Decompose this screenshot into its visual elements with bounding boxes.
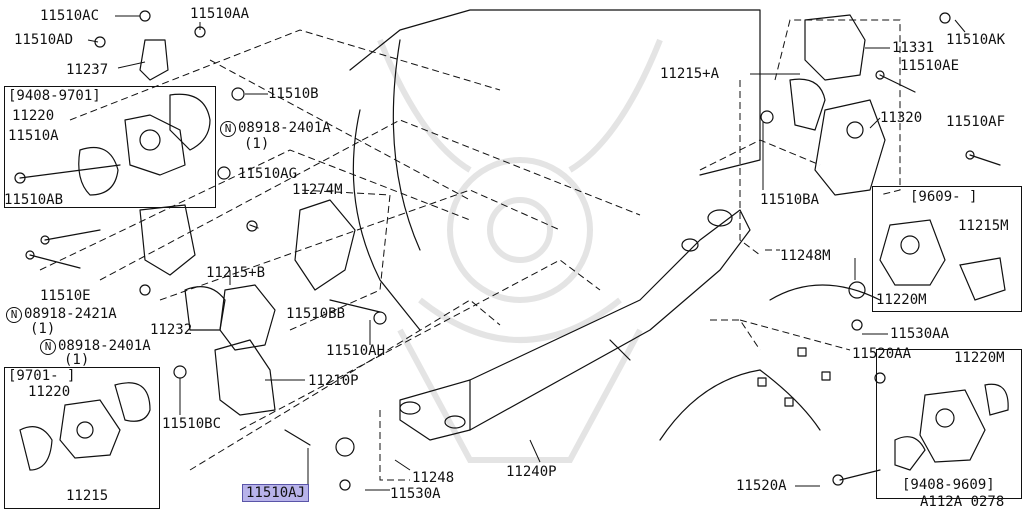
engine-block-outline — [349, 9, 761, 176]
qty-label-b: (1) — [30, 321, 56, 337]
inset-frame-top-left — [4, 86, 216, 208]
part-label-11510AG[interactable]: 11510AG — [238, 166, 298, 182]
part-label-11215[interactable]: 11215 — [66, 488, 109, 504]
part-label-11331[interactable]: 11331 — [892, 40, 935, 56]
qty-label-a: (1) — [244, 136, 270, 152]
part-label-11220M-bottom[interactable]: 11220M — [954, 350, 1005, 366]
part-label-11215A[interactable]: 11215+A — [660, 66, 720, 82]
part-label-11510AA[interactable]: 11510AA — [190, 6, 250, 22]
part-label-11210P[interactable]: 11210P — [308, 373, 359, 389]
part-label-11520AA[interactable]: 11520AA — [852, 346, 912, 362]
part-label-11510AK[interactable]: 11510AK — [946, 32, 1006, 48]
part-label-11510BC[interactable]: 11510BC — [162, 416, 222, 432]
part-label-11510AJ-highlighted[interactable]: 11510AJ — [242, 484, 310, 502]
inset-range-right-bottom: [9408-9609] — [902, 477, 995, 493]
n-circle-icon: N — [6, 307, 22, 323]
inset-frame-bottom-left — [4, 367, 160, 509]
n-circle-icon: N — [40, 339, 56, 355]
part-label-11220M-mid[interactable]: 11220M — [876, 292, 927, 308]
part-label-11237[interactable]: 11237 — [66, 62, 109, 78]
inset-frame-right-bottom — [876, 349, 1022, 499]
part-label-11248[interactable]: 11248 — [412, 470, 455, 486]
bracket-11210P — [214, 339, 276, 416]
part-label-11520A[interactable]: 11520A — [736, 478, 787, 494]
inset-frame-right-mid — [872, 186, 1022, 312]
part-label-11274M[interactable]: 11274M — [292, 182, 343, 198]
part-label-11510BA[interactable]: 11510BA — [760, 192, 820, 208]
inset-range-right-mid: [9609- ] — [910, 189, 978, 205]
part-label-11220-top-left[interactable]: 11220 — [12, 108, 55, 124]
part-label-11248M[interactable]: 11248M — [780, 248, 831, 264]
part-label-11240P[interactable]: 11240P — [506, 464, 557, 480]
part-label-11320[interactable]: 11320 — [880, 110, 923, 126]
inset-range-top-left: [9408-9701] — [8, 88, 101, 104]
n-circle-icon: N — [220, 121, 236, 137]
part-label-11510AC[interactable]: 11510AC — [40, 8, 100, 24]
part-label-11510E[interactable]: 11510E — [40, 288, 91, 304]
part-label-11530A[interactable]: 11530A — [390, 486, 441, 502]
part-label-11232[interactable]: 11232 — [150, 322, 193, 338]
crossmember-outline — [399, 209, 751, 441]
part-label-11510B[interactable]: 11510B — [268, 86, 319, 102]
part-label-11510AF[interactable]: 11510AF — [946, 114, 1006, 130]
part-label-11510A[interactable]: 11510A — [8, 128, 59, 144]
part-label-11510BB[interactable]: 11510BB — [286, 306, 346, 322]
part-label-11510AD[interactable]: 11510AD — [14, 32, 74, 48]
part-label-11510AE[interactable]: 11510AE — [900, 58, 960, 74]
part-label-11220-bottom-left[interactable]: 11220 — [28, 384, 71, 400]
diagram-code: A112A 0278 — [920, 494, 1005, 510]
part-label-11510AH[interactable]: 11510AH — [326, 343, 386, 359]
part-label-11510AB[interactable]: 11510AB — [4, 192, 64, 208]
part-label-11530AA[interactable]: 11530AA — [890, 326, 950, 342]
part-label-11215M[interactable]: 11215M — [958, 218, 1009, 234]
qty-label-c: (1) — [64, 352, 90, 368]
inset-range-bottom-left: [9701- ] — [8, 368, 76, 384]
part-label-11215B[interactable]: 11215+B — [206, 265, 266, 281]
samurai-helmet-icon — [377, 38, 663, 463]
